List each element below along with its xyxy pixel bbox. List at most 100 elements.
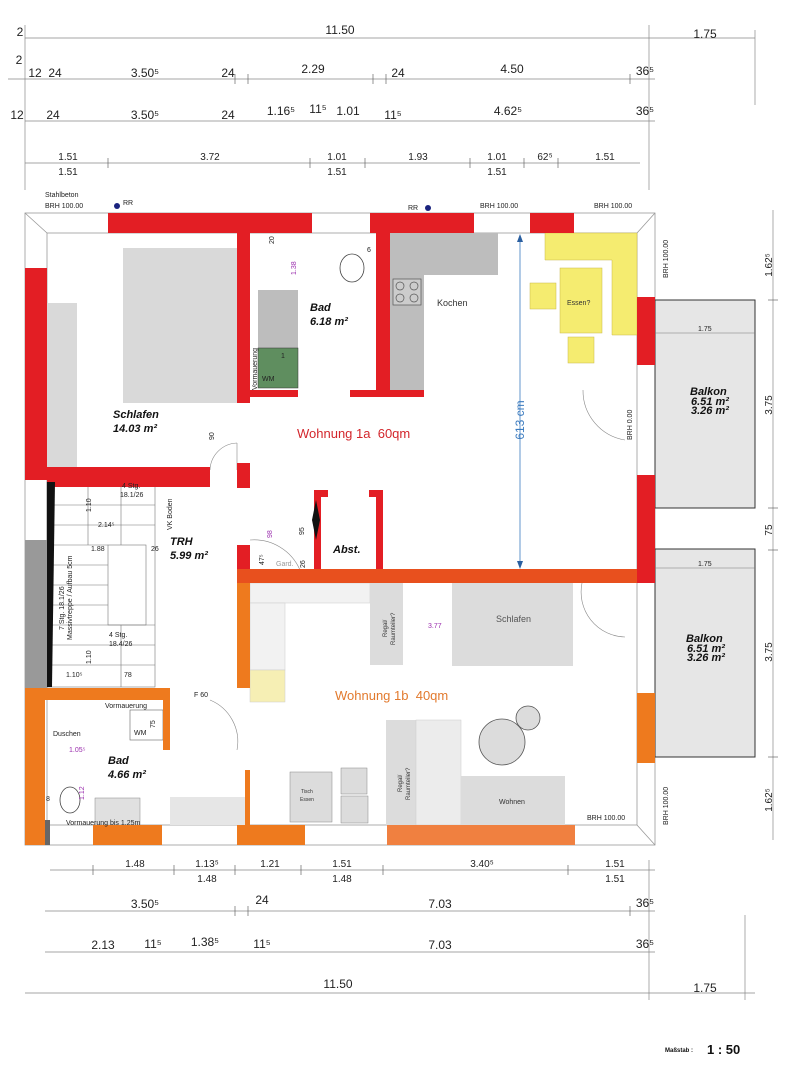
- dim: 3.50⁵: [131, 108, 159, 122]
- dim: 3.50⁵: [131, 66, 159, 80]
- scale-value: 1 : 50: [707, 1042, 740, 1057]
- dimensions-top: 2 11.50 1.75 2 12 24 3.50⁵ 24 2.29 24 4.…: [10, 23, 717, 178]
- label: WM: [134, 730, 147, 737]
- dim: 4.50: [500, 62, 524, 76]
- downpipe-icon: [425, 205, 431, 211]
- dim: 1.51: [327, 167, 347, 178]
- label: Vormauerung: [252, 348, 259, 390]
- dim: 36⁵: [636, 937, 654, 951]
- label: Gard.: [276, 561, 294, 568]
- dim: 1.62⁵: [764, 788, 775, 812]
- label: 1.10: [86, 498, 93, 512]
- dim: 1.01: [487, 152, 507, 163]
- room-area: 5.99 m²: [170, 550, 208, 562]
- bathtub: [258, 290, 298, 348]
- bench-l: [544, 232, 638, 336]
- chair: [340, 795, 369, 824]
- dim: 1.93: [408, 152, 428, 163]
- label: F 60: [194, 692, 208, 699]
- dim: 1.51: [605, 874, 625, 885]
- dimensions-right: 1.62⁵ 3.75 75 3.75 1.62⁵: [764, 253, 775, 812]
- label: Regal/: [383, 619, 389, 637]
- label: WM: [262, 376, 275, 383]
- sliding-door-icon: [312, 500, 320, 540]
- room-area: 6.18 m²: [310, 316, 348, 328]
- dim: 1.16⁵: [267, 104, 295, 118]
- room-name: Bad: [310, 302, 331, 314]
- counter: [170, 797, 245, 825]
- dim: 36⁵: [636, 896, 654, 910]
- room-area: 3.26 m²: [687, 652, 725, 664]
- dim: 2.13: [91, 938, 115, 952]
- dining-table: [559, 267, 603, 334]
- toilet-icon: [339, 253, 365, 283]
- annotations: Stahlbeton BRH 100.00 RR RR BRH 100.00 B…: [45, 192, 712, 827]
- sideboard: [415, 719, 462, 826]
- dim: 1.01: [327, 152, 347, 163]
- washbasin: [94, 797, 141, 826]
- label: Essen: [300, 797, 314, 803]
- dim: 1.51: [605, 859, 625, 870]
- label: RR: [123, 200, 133, 207]
- label: 2.14⁵: [98, 522, 115, 529]
- label: 1.12: [79, 786, 86, 800]
- toilet-icon: [59, 786, 81, 814]
- dim: 1.75: [693, 27, 717, 41]
- dim: 24: [221, 108, 235, 122]
- round-table: [478, 718, 526, 766]
- label: 47⁵: [259, 554, 266, 565]
- dim: 62⁵: [537, 152, 552, 163]
- room-name: Balkon: [686, 633, 723, 645]
- dim: 11.50: [325, 23, 354, 37]
- dim: 1.51: [332, 859, 352, 870]
- label: 7 Stg. 18.1/26: [59, 586, 66, 630]
- label: 1.75: [698, 561, 712, 568]
- bed-schlafen-b: [452, 583, 573, 666]
- scale: Maßstab : 1 : 50: [665, 1042, 740, 1057]
- label: VK Boden: [167, 498, 174, 530]
- shelf-2: [386, 720, 416, 825]
- label: 1: [281, 353, 285, 360]
- stair-wall: [25, 540, 47, 688]
- dim: 1.51: [58, 167, 78, 178]
- room-area: 4.66 m²: [107, 769, 146, 781]
- stair-edge: [47, 482, 55, 687]
- walls-wohnung-1b: [25, 583, 655, 845]
- label: BRH 100.00: [587, 815, 625, 822]
- room-area: 6.51 m²: [687, 643, 725, 655]
- dim: 3.72: [200, 152, 220, 163]
- room-name: Bad: [108, 755, 129, 767]
- dimensions-bottom: 1.48 1.13⁵ 1.21 1.51 3.40⁵ 1.51 1.48 1.4…: [91, 859, 717, 995]
- shelf: [370, 583, 403, 665]
- furniture: [25, 232, 638, 826]
- label: 95: [299, 527, 306, 535]
- label: 1.75: [698, 326, 712, 333]
- label: Duschen: [53, 731, 81, 738]
- dim: 11⁵: [144, 937, 161, 951]
- dim: 24: [255, 893, 269, 907]
- label: RR: [408, 205, 418, 212]
- dim: 3.50⁵: [131, 897, 159, 911]
- dim: 11⁵: [309, 102, 326, 116]
- walls-wohnung-1a: [25, 213, 655, 583]
- wardrobe: [47, 303, 77, 468]
- label: BRH 100.00: [480, 203, 518, 210]
- balcony-2: [654, 548, 756, 758]
- room-name: Schlafen: [113, 409, 159, 421]
- label: Vormauerung bis 1.25m: [66, 820, 140, 827]
- dim: 36⁵: [636, 104, 654, 118]
- washing-machine: [129, 709, 164, 741]
- washing-machine: [257, 347, 299, 389]
- room-name: Abst.: [332, 544, 361, 556]
- label: BRH 100.00: [594, 203, 632, 210]
- label: 1.38: [291, 261, 298, 275]
- label: BRH 100.00: [45, 203, 83, 210]
- unit-label-1a: Wohnung 1a 60qm: [297, 426, 410, 441]
- label: BRH 100.00: [663, 240, 670, 278]
- room-area: 14.03 m²: [113, 423, 157, 435]
- label: 78: [124, 672, 132, 679]
- room-name: Kochen: [437, 298, 468, 308]
- dim: 4.62⁵: [494, 104, 522, 118]
- dim: 1.62⁵: [764, 253, 775, 277]
